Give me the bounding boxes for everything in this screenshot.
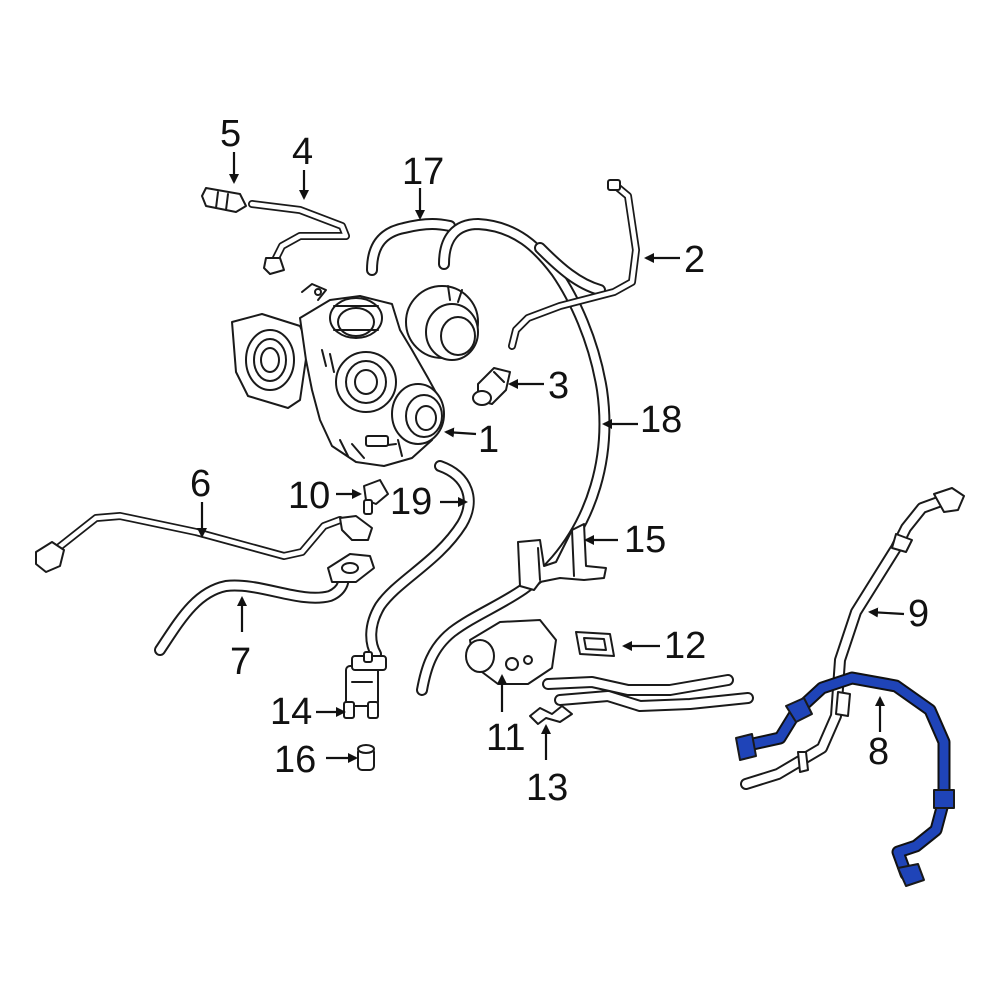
callout-3: 3	[548, 365, 569, 407]
part-18-hose[interactable]	[416, 218, 611, 696]
part-10-fitting[interactable]	[363, 479, 389, 515]
callout-18: 18	[640, 399, 682, 441]
callout-8: 8	[868, 731, 889, 773]
callout-12: 12	[664, 625, 706, 667]
part-13-clip[interactable]	[529, 705, 573, 725]
callout-1: 1	[478, 419, 499, 461]
part-5-connector[interactable]	[201, 187, 247, 213]
callout-9: 9	[908, 593, 929, 635]
callout-14: 14	[270, 691, 312, 733]
callout-7: 7	[230, 641, 251, 683]
callout-6: 6	[190, 463, 211, 505]
part-9-pipe[interactable]	[740, 487, 965, 790]
callout-16: 16	[274, 739, 316, 781]
part-16-cap[interactable]	[357, 744, 375, 771]
part-12-gasket[interactable]	[575, 631, 615, 657]
callout-13: 13	[526, 767, 568, 809]
callout-17: 17	[402, 151, 444, 193]
part-2-pipe[interactable]	[508, 179, 640, 350]
heater-pipes	[542, 674, 754, 712]
callout-5: 5	[220, 113, 241, 155]
callout-15: 15	[624, 519, 666, 561]
part-17-hose[interactable]	[366, 218, 456, 276]
part-19-hose[interactable]	[365, 460, 475, 660]
part-6-oil-return-line[interactable]	[35, 512, 373, 573]
part-4-oil-line[interactable]	[248, 200, 350, 275]
part-8-hose-highlighted[interactable]	[735, 671, 955, 887]
part-15-bracket[interactable]	[517, 523, 607, 591]
callout-11: 11	[486, 717, 525, 759]
part-7-return-hose[interactable]	[154, 553, 375, 656]
callouts: 5 4 17 2 3 18 1 6 10 19 7 15 9 12 11 13	[190, 113, 929, 809]
callout-2: 2	[684, 239, 705, 281]
callout-4: 4	[292, 131, 313, 173]
callout-10: 10	[288, 475, 330, 517]
part-3-hose[interactable]	[472, 367, 511, 406]
callout-19: 19	[390, 481, 432, 523]
part-14-solenoid[interactable]	[343, 651, 387, 719]
part-11-housing[interactable]	[465, 619, 557, 685]
part-1-turbocharger[interactable]	[231, 283, 479, 467]
